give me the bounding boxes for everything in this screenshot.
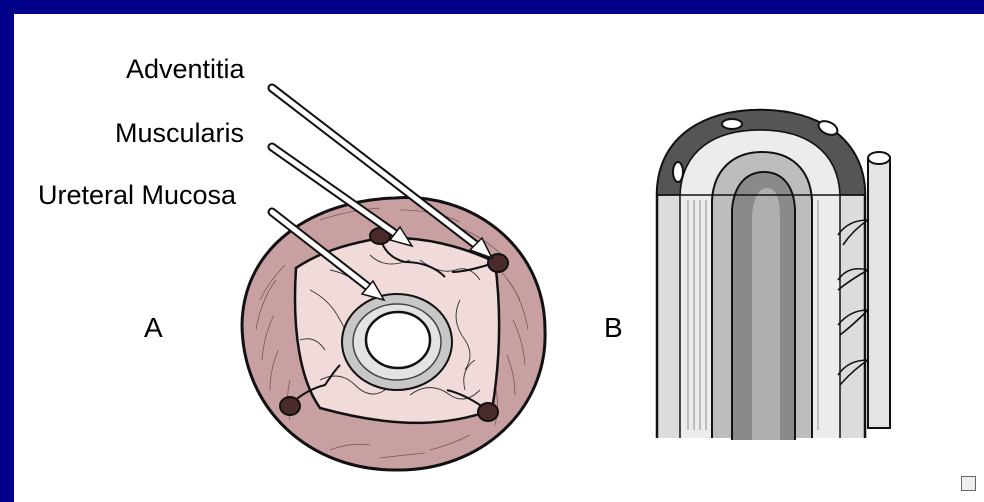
external-vessel-end <box>868 152 890 164</box>
muscularis-label: Muscularis <box>115 118 244 149</box>
adventitia-label: Adventitia <box>126 54 245 85</box>
vessel-bottom-left <box>280 397 300 415</box>
external-vessel <box>868 158 890 428</box>
lumen-highlight <box>752 188 780 440</box>
lumen <box>366 312 430 368</box>
band-vessel-1 <box>722 119 742 129</box>
vessel-bottom-right <box>478 403 498 421</box>
panel-a-letter: A <box>144 312 163 344</box>
slide-nav-icon[interactable] <box>961 476 976 491</box>
ureteral-mucosa-label: Ureteral Mucosa <box>38 180 236 211</box>
panel-b-letter: B <box>604 312 623 344</box>
longitudinal-section-b <box>657 110 890 440</box>
